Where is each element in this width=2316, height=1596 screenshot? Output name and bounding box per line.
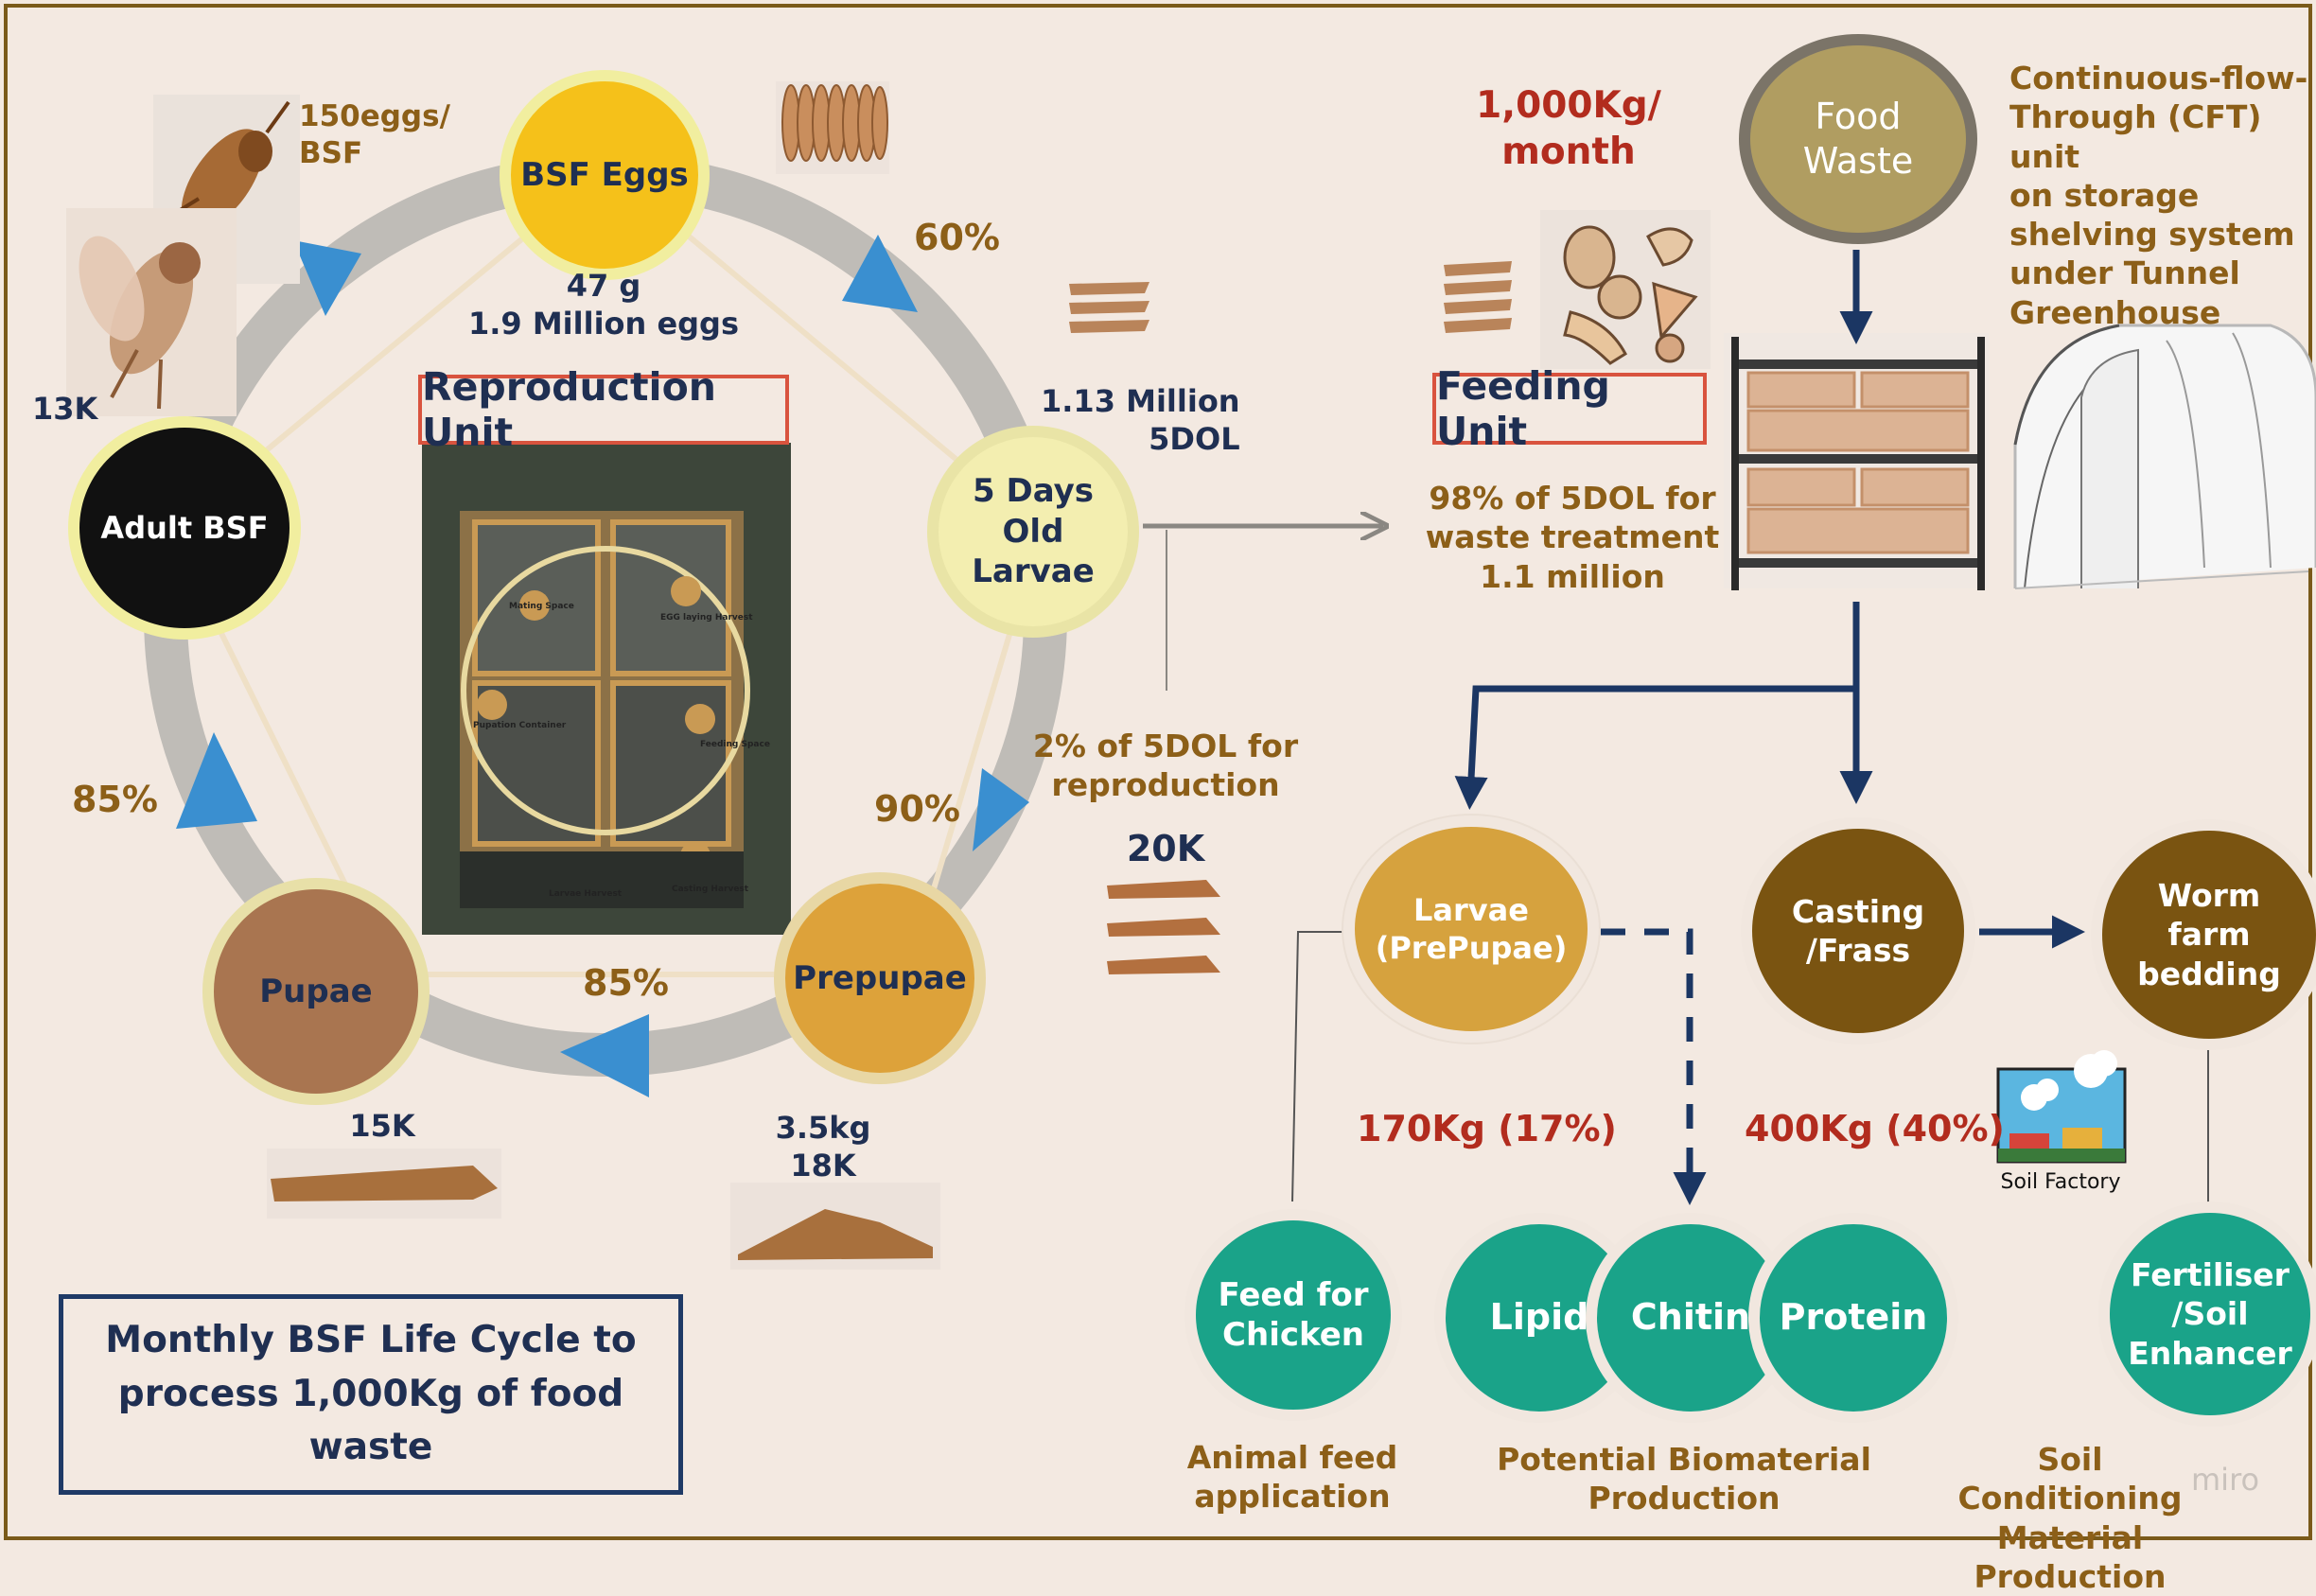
reproduction-count: 20K — [1126, 828, 1205, 869]
miro-watermark: miro — [2191, 1462, 2260, 1498]
cycle-arrow-adult-eggs — [293, 240, 361, 316]
diagram-stage: Mating Space EGG laying Harvest Feeding … — [4, 4, 2316, 1595]
soil-factory-label: Soil Factory — [2000, 1170, 2121, 1194]
reproduction-larvae-icon — [1107, 880, 1220, 974]
soil-factory-icon — [1996, 1050, 2127, 1164]
rate-pupae-adult: 85% — [72, 779, 158, 820]
pupae-icon — [267, 1149, 501, 1219]
cycle-arrow-eggs-larvae — [842, 235, 918, 312]
bsf-fly-icon — [66, 95, 300, 416]
larvae-detail: 1.13 Million 5DOL — [1041, 383, 1240, 457]
diagram-title: Monthly BSF Life Cycle to process 1,000K… — [105, 1319, 637, 1469]
larvae-yield: 170Kg (17%) — [1357, 1108, 1617, 1149]
prepupae-detail: 3.5kg 18K — [775, 1110, 871, 1184]
small-larvae-icon — [1069, 282, 1149, 333]
feeding-larvae-icon — [1444, 261, 1512, 333]
arrow-feeding-to-larvae — [1454, 685, 1856, 810]
node-casting-frass: Casting /Frass — [1741, 817, 1975, 1044]
reproduction-unit-photo — [422, 443, 791, 935]
photo-label-pupation: Pupation Container — [473, 721, 567, 730]
feeding-unit-label: Feeding Unit — [1432, 363, 1707, 454]
node-food-waste: Food Waste — [1739, 34, 1977, 244]
node-prepupae: Prepupae — [774, 872, 986, 1084]
shelving-unit-icon — [1724, 333, 1989, 590]
cycle-arrow-larvae-prepupae — [973, 768, 1029, 851]
photo-label-mating: Mating Space — [509, 602, 574, 611]
page-border — [4, 4, 2312, 1540]
node-larvae-prepupae: Larvae (PrePupae) — [1343, 816, 1599, 1043]
photo-label-casting-harvest: Casting Harvest — [672, 885, 749, 894]
arrow-larvae-to-biomaterial — [1601, 928, 1707, 1205]
tunnel-greenhouse-icon — [2013, 324, 2316, 589]
node-fertiliser: Fertiliser /Soil Enhancer — [2098, 1201, 2316, 1427]
node-protein: Protein — [1748, 1213, 1958, 1423]
application-soil: Soil Conditioning Material Production — [1957, 1441, 2183, 1595]
node-bsf-eggs: BSF Eggs — [500, 70, 710, 280]
rate-prepupae-pupae: 85% — [583, 962, 669, 1004]
line-larvae-to-feed — [1291, 931, 1347, 1202]
fly-egg-note: 150eggs/ BSF — [299, 99, 450, 170]
application-animal-feed: Animal feed application — [1186, 1439, 1398, 1516]
pupae-detail: 15K — [349, 1108, 415, 1144]
diagram-graphics — [4, 4, 2316, 1540]
food-waste-amount: 1,000Kg/ month — [1476, 84, 1661, 173]
egg-cluster-icon — [776, 81, 889, 174]
diagram-title-box: Monthly BSF Life Cycle to process 1,000K… — [59, 1294, 683, 1495]
rate-eggs-larvae: 60% — [914, 217, 1000, 258]
rate-larvae-prepupae: 90% — [874, 788, 960, 830]
reproduction-note: 2% of 5DOL for reproduction — [1032, 728, 1299, 804]
casting-yield: 400Kg (40%) — [1745, 1108, 2005, 1149]
reproduction-unit-label: Reproduction Unit — [418, 364, 789, 455]
eggs-detail: 47 g 1.9 Million eggs — [467, 268, 740, 342]
photo-label-feeding: Feeding Space — [700, 740, 770, 749]
node-feed-for-chicken: Feed for Chicken — [1184, 1209, 1402, 1421]
cycle-arrow-prepupae-pupae — [560, 1014, 649, 1097]
adult-detail: 13K — [32, 391, 98, 427]
prepupae-icon — [730, 1183, 940, 1270]
cft-note: Continuous-flow- Through (CFT) unit on s… — [2009, 60, 2308, 331]
cycle-arrow-pupae-adult — [176, 732, 257, 829]
photo-label-egg-harvest: EGG laying Harvest — [660, 613, 753, 623]
feeding-note: 98% of 5DOL for waste treatment 1.1 mill… — [1425, 480, 1720, 595]
node-worm-farm-bedding: Worm farm bedding — [2091, 819, 2316, 1050]
food-waste-icon — [1540, 210, 1711, 369]
node-pupae: Pupae — [202, 878, 430, 1105]
node-adult-bsf: Adult BSF — [68, 416, 301, 640]
application-biomaterial: Potential Biomaterial Production — [1497, 1441, 1871, 1517]
photo-label-larvae-harvest: Larvae Harvest — [549, 889, 623, 899]
